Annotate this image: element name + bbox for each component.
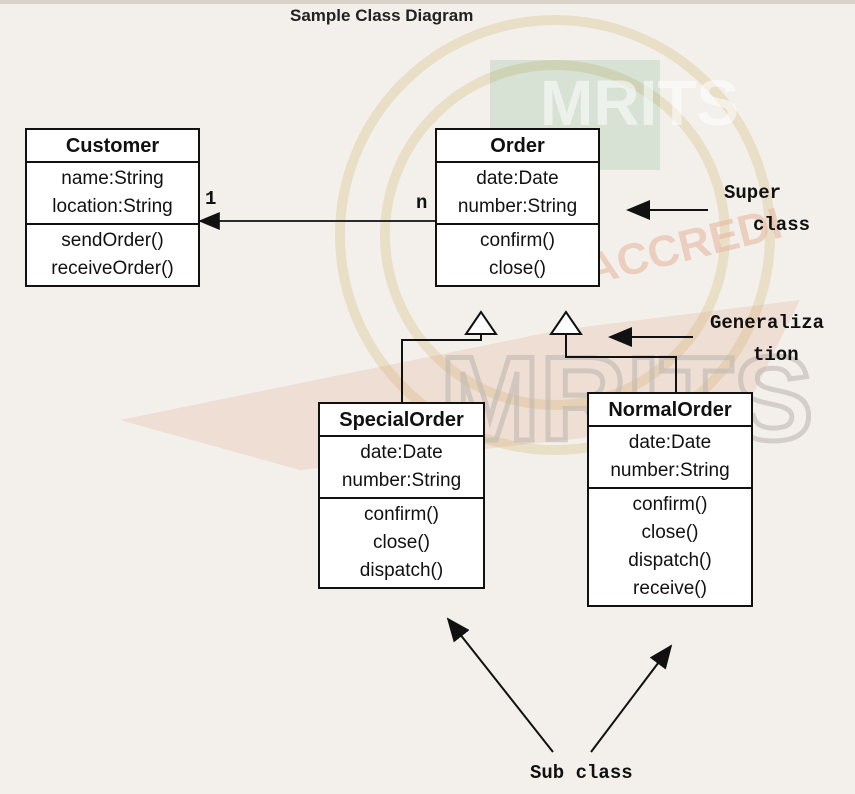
generalization-line-normal: [565, 333, 677, 392]
method: receive(): [633, 578, 707, 599]
generalization-line-special: [401, 333, 482, 402]
attribute: date:Date: [360, 442, 443, 463]
method: close(): [641, 522, 699, 543]
generalization-label-line2: tion: [753, 344, 799, 366]
sub-class-arrow-right: [590, 644, 673, 753]
sub-class-arrow-left: [446, 617, 554, 753]
sub-class-label: Sub class: [530, 762, 633, 784]
method: confirm(): [480, 230, 555, 251]
methods-section: confirm() close(): [437, 223, 598, 285]
attribute: location:String: [52, 196, 173, 217]
class-order: Order date:Date number:String confirm() …: [435, 128, 600, 287]
super-class-label-line2: class: [753, 214, 811, 236]
watermark-text-top: MRITS: [540, 67, 739, 139]
attribute: number:String: [457, 196, 578, 217]
generalization-label-line1: Generaliza: [710, 312, 825, 334]
methods-section: confirm() close() dispatch(): [320, 497, 483, 587]
attribute: number:String: [341, 470, 462, 491]
attributes-section: date:Date number:String: [320, 437, 483, 497]
generalization-triangle-normal: [549, 310, 583, 335]
multiplicity-customer: 1: [205, 188, 217, 210]
class-name: Order: [437, 130, 598, 163]
class-special-order: SpecialOrder date:Date number:String con…: [318, 402, 485, 589]
multiplicity-order: n: [416, 192, 428, 214]
attribute: date:Date: [628, 432, 712, 453]
method: close(): [372, 532, 430, 553]
class-name: NormalOrder: [589, 394, 751, 427]
attributes-section: date:Date number:String: [589, 427, 751, 487]
attribute: number:String: [610, 460, 730, 481]
method: dispatch(): [628, 550, 712, 571]
generalization-triangle-special: [464, 310, 498, 335]
super-class-label-line1: Super: [724, 182, 782, 204]
method: confirm(): [632, 494, 708, 515]
attributes-section: name:String location:String: [27, 163, 198, 223]
method: sendOrder(): [61, 230, 164, 251]
class-name: SpecialOrder: [320, 404, 483, 437]
attributes-section: date:Date number:String: [437, 163, 598, 223]
methods-section: confirm() close() dispatch() receive(): [589, 487, 751, 605]
diagram-title: Sample Class Diagram: [290, 6, 474, 25]
method: close(): [488, 258, 546, 279]
attribute: name:String: [61, 168, 164, 189]
class-customer: Customer name:String location:String sen…: [25, 128, 200, 287]
method: confirm(): [364, 504, 439, 525]
method: dispatch(): [359, 560, 444, 581]
method: receiveOrder(): [51, 258, 174, 279]
methods-section: sendOrder() receiveOrder(): [27, 223, 198, 285]
attribute: date:Date: [476, 168, 559, 189]
top-strip: [0, 0, 855, 4]
class-name: Customer: [27, 130, 198, 163]
class-normal-order: NormalOrder date:Date number:String conf…: [587, 392, 753, 607]
